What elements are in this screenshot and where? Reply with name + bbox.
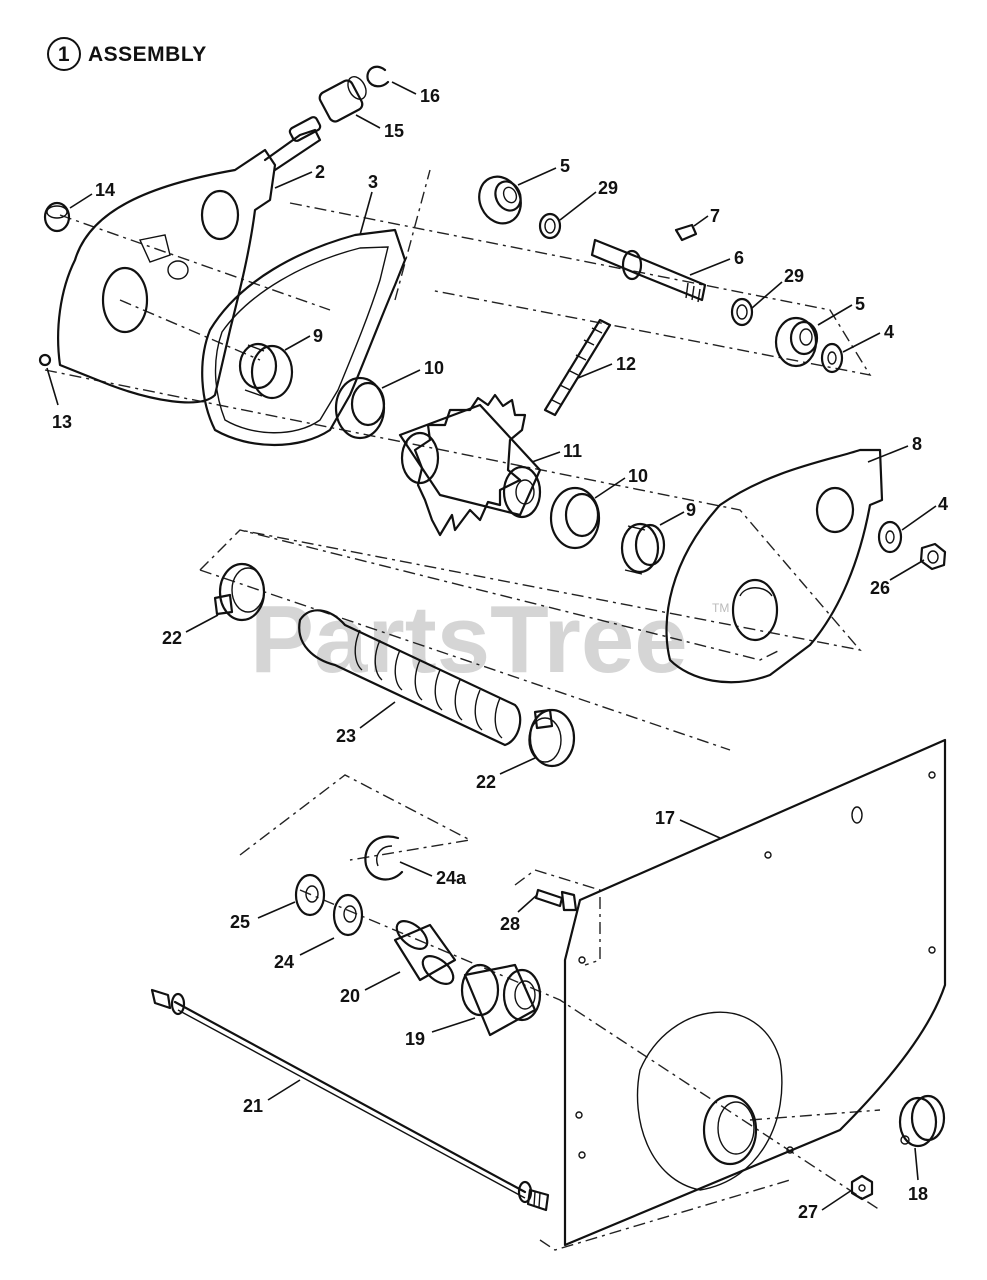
callout-9-upper: 9 bbox=[313, 326, 323, 346]
callout-4-lower: 4 bbox=[938, 494, 948, 514]
callout-5-lower: 5 bbox=[855, 294, 865, 314]
callout-9-lower: 9 bbox=[686, 500, 696, 520]
part-22-clamp-upper bbox=[213, 562, 266, 622]
callout-10-upper: 10 bbox=[424, 358, 444, 378]
part-7-key bbox=[674, 223, 698, 242]
callout-28: 28 bbox=[500, 914, 520, 934]
callout-3: 3 bbox=[368, 172, 378, 192]
part-24-washer bbox=[332, 893, 364, 937]
part-16-clip bbox=[366, 65, 390, 88]
part-13-screw bbox=[38, 353, 52, 367]
callout-23: 23 bbox=[336, 726, 356, 746]
part-22-clamp-lower bbox=[528, 708, 576, 768]
callout-16: 16 bbox=[420, 86, 440, 106]
part-15-bushing bbox=[318, 76, 367, 123]
part-27-nut bbox=[850, 1174, 874, 1201]
part-14-cap bbox=[43, 201, 71, 233]
part-29-washer-a bbox=[538, 212, 562, 240]
part-12-chain bbox=[543, 318, 612, 417]
part-26-nut bbox=[919, 542, 947, 571]
callout-24: 24 bbox=[274, 952, 294, 972]
callout-12: 12 bbox=[616, 354, 636, 374]
callout-22-lower: 22 bbox=[476, 772, 496, 792]
part-18-collar bbox=[898, 1094, 946, 1148]
callout-8: 8 bbox=[912, 434, 922, 454]
part-20-bushing bbox=[393, 920, 457, 985]
callout-27: 27 bbox=[798, 1202, 818, 1222]
callout-17: 17 bbox=[655, 808, 675, 828]
part-10-seal-upper bbox=[334, 376, 386, 440]
callout-4-upper: 4 bbox=[884, 322, 894, 342]
part-29-washer-b bbox=[730, 297, 754, 327]
callout-22-upper: 22 bbox=[162, 628, 182, 648]
part-28-bolt bbox=[534, 888, 578, 912]
part-17-side-panel bbox=[563, 738, 947, 1247]
part-3-gasket bbox=[201, 228, 407, 447]
callout-5-upper: 5 bbox=[560, 156, 570, 176]
part-19-bearing bbox=[460, 963, 542, 1037]
part-24a-ring bbox=[364, 835, 404, 881]
part-2-housing-plate bbox=[57, 116, 322, 404]
part-21-rod bbox=[150, 988, 550, 1212]
title-number: 1 bbox=[58, 43, 70, 66]
diagram-title: 1 ASSEMBLY bbox=[47, 37, 207, 71]
callout-19: 19 bbox=[405, 1029, 425, 1049]
callout-14: 14 bbox=[95, 180, 115, 200]
callout-labels: 16 15 2 3 14 9 13 10 5 29 7 6 29 5 4 12 … bbox=[52, 86, 948, 1222]
watermark-mark: TM bbox=[712, 601, 729, 615]
callout-10-lower: 10 bbox=[628, 466, 648, 486]
part-6-shaft bbox=[590, 238, 707, 303]
callout-21: 21 bbox=[243, 1096, 263, 1116]
watermark-text: PartsTree bbox=[250, 586, 688, 693]
callout-15: 15 bbox=[384, 121, 404, 141]
callout-11: 11 bbox=[563, 441, 582, 461]
callout-26: 26 bbox=[870, 578, 890, 598]
callout-29-lower: 29 bbox=[784, 266, 804, 286]
leader-lines bbox=[46, 81, 937, 1211]
part-11-sprocket bbox=[398, 393, 542, 537]
callout-25: 25 bbox=[230, 912, 250, 932]
part-23-bellows bbox=[298, 609, 522, 747]
callout-18: 18 bbox=[908, 1184, 928, 1204]
watermark: PartsTree TM bbox=[250, 586, 729, 693]
callout-2: 2 bbox=[315, 162, 325, 182]
part-25-washer bbox=[294, 873, 326, 917]
callout-20: 20 bbox=[340, 986, 360, 1006]
part-10-seal-lower bbox=[549, 486, 601, 550]
part-5-bearing-a bbox=[478, 175, 522, 225]
part-4-washer-a bbox=[820, 342, 844, 374]
callout-7: 7 bbox=[710, 206, 720, 226]
callout-29-upper: 29 bbox=[598, 178, 618, 198]
alignment-lines bbox=[44, 169, 881, 1251]
part-4-washer-b bbox=[877, 520, 903, 554]
part-9-bearing-lower bbox=[620, 522, 666, 575]
part-5-bearing-b bbox=[774, 316, 819, 368]
part-8-housing-plate bbox=[665, 448, 884, 684]
callout-24a: 24a bbox=[436, 868, 467, 888]
part-9-bearing-upper bbox=[238, 342, 294, 400]
callout-13: 13 bbox=[52, 412, 72, 432]
title-text: ASSEMBLY bbox=[88, 43, 207, 66]
callout-6: 6 bbox=[734, 248, 744, 268]
